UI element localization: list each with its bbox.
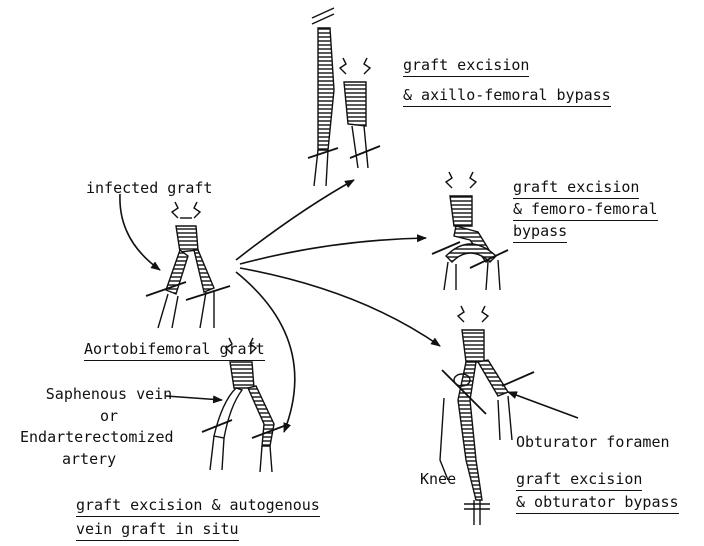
infected-graft-figure	[146, 202, 230, 328]
label-knee: Knee	[420, 470, 456, 488]
axillo-femoral-figure	[308, 8, 380, 186]
label-infected-graft: infected graft	[86, 179, 212, 197]
label-femfem-line1: graft excision	[513, 178, 639, 199]
label-obturator-line1: graft excision	[516, 470, 642, 491]
label-autogenous-line2: vein graft in situ	[76, 520, 239, 541]
label-obturator-line2: & obturator bypass	[516, 493, 679, 514]
label-artery: artery	[62, 450, 116, 468]
label-obturator-foramen: Obturator foramen	[516, 433, 670, 451]
label-axillo-line1: graft excision	[403, 56, 529, 77]
label-saphenous-vein: Saphenous vein	[34, 385, 184, 403]
label-femfem-line2: & femoro-femoral	[513, 200, 658, 221]
label-axillo-line2: & axillo-femoral bypass	[403, 86, 611, 107]
label-femfem-line3: bypass	[513, 222, 567, 243]
femoro-femoral-figure	[432, 172, 508, 290]
label-endarterectomized: Endarterectomized	[20, 428, 174, 446]
label-autogenous-line1: graft excision & autogenous	[76, 496, 320, 517]
label-or: or	[34, 407, 184, 425]
label-aortobifemoral: Aortobifemoral graft	[84, 340, 265, 361]
